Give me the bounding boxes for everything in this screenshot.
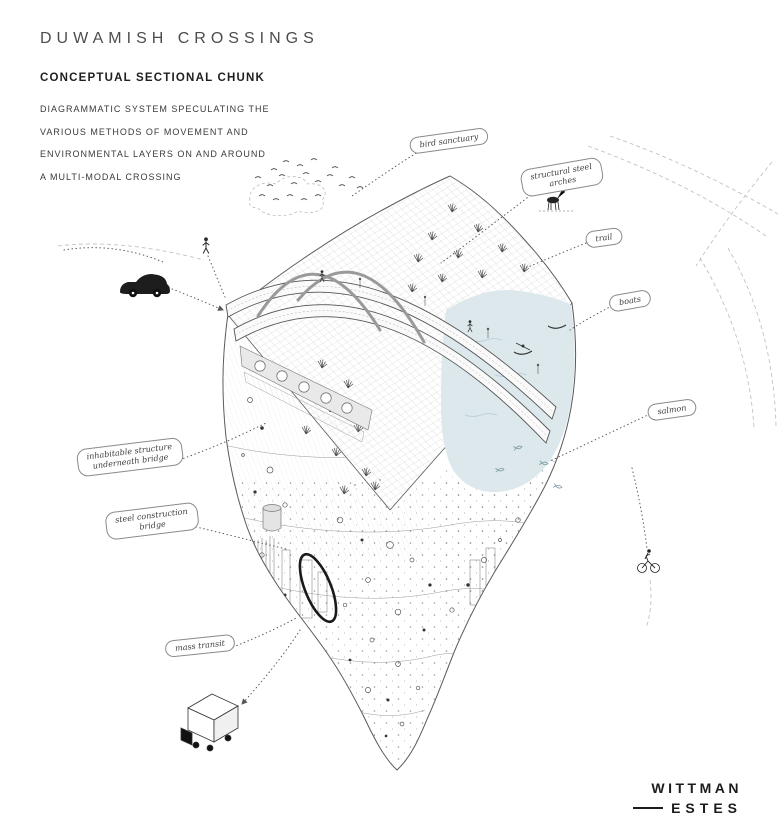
description-line: A MULTI-MODAL CROSSING (40, 171, 182, 182)
cyclist-icon (637, 549, 660, 573)
transit-tunnel-icon (298, 552, 338, 624)
description-line: VARIOUS METHODS OF MOVEMENT AND (40, 126, 249, 137)
page-title: DUWAMISH CROSSINGS (40, 30, 319, 47)
logo-dash (633, 807, 664, 809)
person-icon (202, 236, 210, 254)
logo-line-2: ESTES (671, 800, 742, 816)
lamp-posts (358, 277, 540, 374)
page-subtitle: CONCEPTUAL SECTIONAL CHUNK (40, 72, 266, 84)
bird-flock-icon (248, 158, 364, 217)
boat-icon (547, 324, 567, 329)
car-icon (120, 274, 170, 298)
aggregate-dots (241, 397, 521, 738)
description-line: ENVIRONMENTAL LAYERS ON AND AROUND (40, 149, 266, 159)
section-chunk (222, 175, 577, 771)
bridge (225, 269, 557, 444)
description-line: DIAGRAMMATIC SYSTEM SPECULATING THE (40, 104, 270, 114)
top-face-mesh (228, 176, 572, 510)
inhabitable-structure-icon (239, 345, 373, 443)
structural-steel-arches-icon (256, 270, 426, 344)
firm-logo: WITTMAN ESTES (633, 780, 742, 816)
marsh-grass (295, 203, 530, 495)
steel-cylinder-icon (262, 504, 282, 532)
kayaker-icon (513, 342, 533, 355)
page-description: DIAGRAMMATIC SYSTEM SPECULATING THE VARI… (40, 98, 270, 188)
context-road-lines (57, 135, 779, 629)
bridge-deck-b (233, 304, 551, 444)
truck-icon (180, 693, 239, 752)
logo-line-1: WITTMAN (651, 780, 742, 796)
